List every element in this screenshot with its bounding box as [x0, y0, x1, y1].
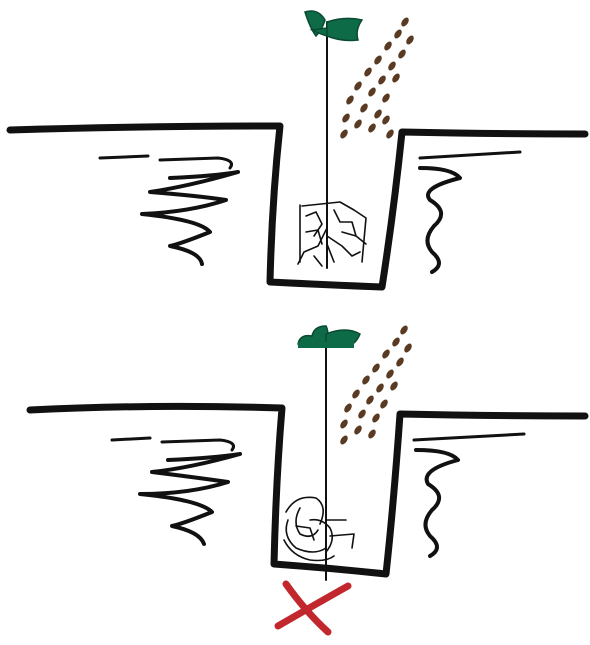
soil-texture-left	[100, 156, 238, 264]
soil-texture-right	[414, 434, 524, 556]
panel-incorrect-planting	[30, 324, 585, 632]
soil-texture-left	[112, 438, 240, 544]
root-ball-circling	[284, 497, 354, 560]
seedling-icon	[298, 326, 360, 580]
root-ball-spread	[298, 202, 366, 266]
ground-and-hole-outline	[10, 126, 585, 287]
ground-and-hole-outline	[30, 406, 585, 574]
panel-correct-planting	[10, 11, 585, 287]
soil-texture-right	[420, 152, 520, 272]
cross-mark-icon	[278, 584, 348, 632]
